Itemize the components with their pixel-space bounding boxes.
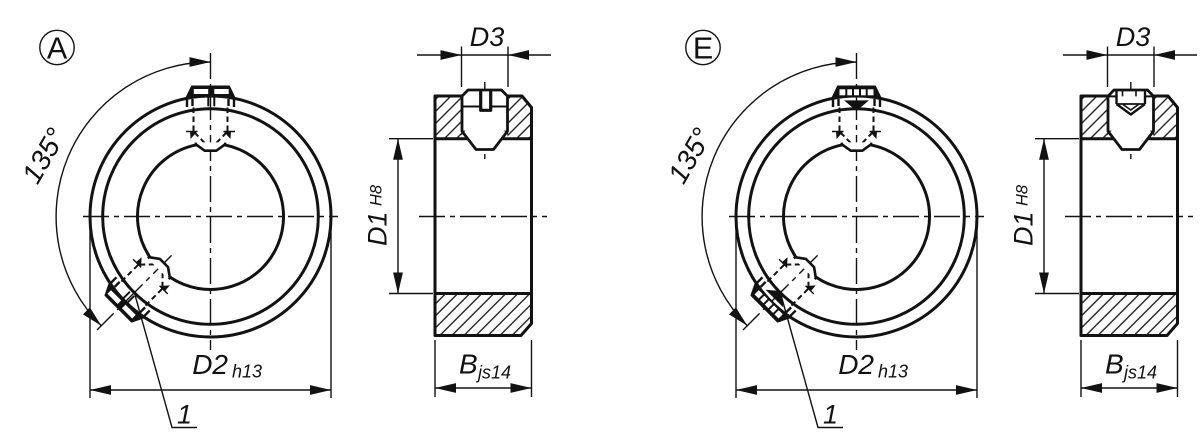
svg-text:H8: H8 <box>1014 184 1032 206</box>
d3-label-e: D3 <box>1116 22 1151 52</box>
angle-label-e: 135° <box>662 123 718 189</box>
side-screw-a <box>461 90 508 150</box>
variant-e-badge: E <box>685 29 721 66</box>
svg-text:D1: D1 <box>1009 211 1039 246</box>
variant-a-drawing: A 135° D2 h13 1 D3 D1 H8 B js14 <box>16 22 551 430</box>
svg-text:h13: h13 <box>232 362 262 382</box>
svg-text:B: B <box>459 349 478 380</box>
variant-e-drawing: E 135° D2 h13 1 D3 D1 H8 B js14 <box>662 22 1197 430</box>
b-label-a: B js14 <box>459 349 511 383</box>
ref-number-e: 1 <box>823 400 838 430</box>
svg-text:js14: js14 <box>1121 363 1157 383</box>
d2-label-a: D2 h13 <box>192 349 262 382</box>
b-label-e: B js14 <box>1105 349 1157 383</box>
svg-text:h13: h13 <box>878 362 908 382</box>
d3-label-a: D3 <box>470 22 505 52</box>
svg-text:D2: D2 <box>192 349 228 380</box>
d2-label-e: D2 h13 <box>838 349 908 382</box>
side-screw-e <box>1107 90 1154 150</box>
angle-label-a: 135° <box>16 123 72 189</box>
svg-text:D1: D1 <box>363 211 393 246</box>
variant-a-letter: A <box>47 32 68 66</box>
svg-text:js14: js14 <box>475 363 511 383</box>
svg-text:H8: H8 <box>368 184 386 206</box>
svg-text:B: B <box>1105 349 1124 380</box>
d1-label-e: D1 H8 <box>1009 184 1039 246</box>
variant-a-badge: A <box>39 29 75 66</box>
svg-text:D2: D2 <box>838 349 874 380</box>
d1-label-a: D1 H8 <box>363 184 393 246</box>
variant-e-letter: E <box>693 32 713 66</box>
ref-number-a: 1 <box>177 400 192 430</box>
